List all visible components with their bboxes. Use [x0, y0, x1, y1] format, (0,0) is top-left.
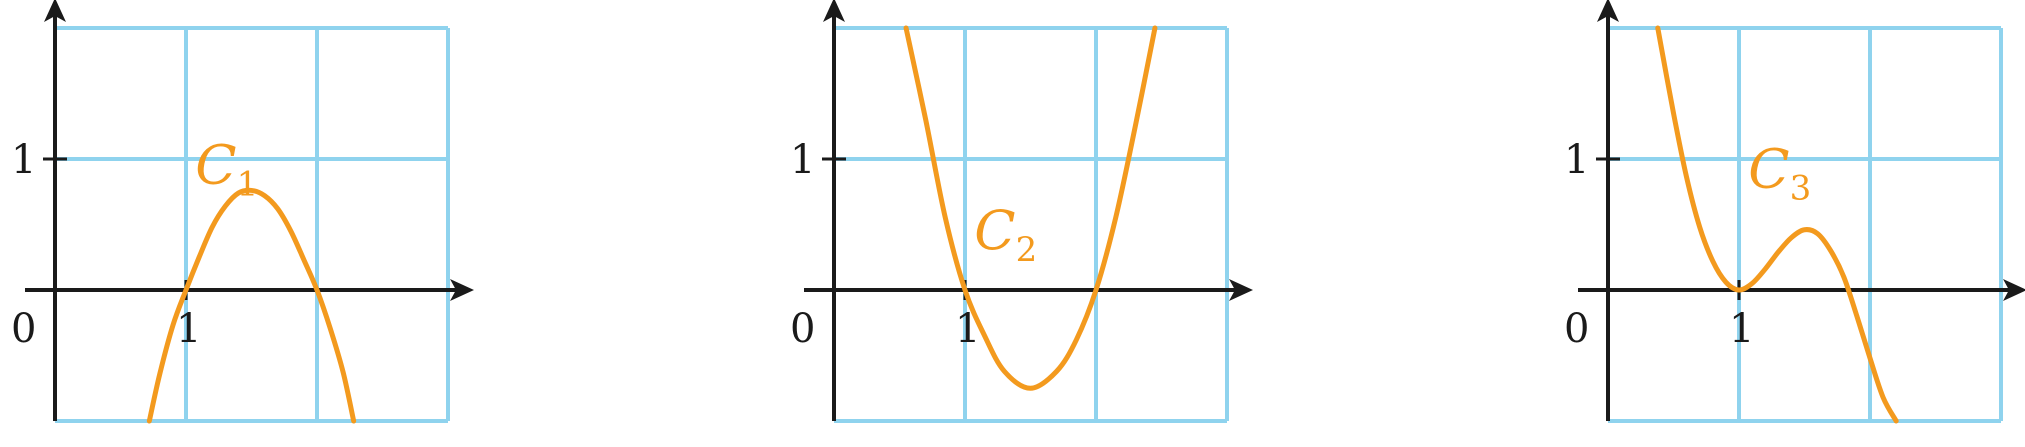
- axes: [1578, 0, 2025, 421]
- x-tick-label: 1: [176, 306, 201, 352]
- chart-panel-1: 0 1 1 C1: [11, 0, 474, 424]
- curve-label-subscript: 1: [237, 165, 259, 205]
- x-axis-arrow-icon: [450, 279, 474, 301]
- axes: [804, 0, 1253, 421]
- curve-label-name: C: [974, 199, 1015, 262]
- curve-label-name: C: [1748, 137, 1789, 200]
- curve-label-subscript: 2: [1016, 230, 1038, 270]
- x-axis-arrow-icon: [2003, 279, 2025, 301]
- curve-layer: [1655, 25, 1899, 424]
- y-tick-label: 1: [1564, 137, 1589, 183]
- curve-label: C2: [974, 199, 1037, 270]
- chart-panel-2: 0 1 1 C2: [790, 0, 1253, 423]
- x-tick-label: 1: [955, 306, 980, 352]
- y-axis-arrow-icon: [44, 0, 66, 22]
- x-axis-arrow-icon: [1229, 279, 1253, 301]
- curve-label: C3: [1748, 137, 1811, 208]
- curve-series: [903, 25, 1158, 391]
- curve-series: [1655, 25, 1899, 424]
- curve-layer: [146, 187, 357, 424]
- axes: [25, 0, 474, 421]
- curve-label-name: C: [195, 134, 236, 197]
- origin-label: 0: [790, 306, 815, 352]
- y-tick-label: 1: [790, 137, 815, 183]
- curve-layer: [903, 25, 1158, 391]
- y-axis-arrow-icon: [823, 0, 845, 22]
- chart-panel-3: 0 1 1 C3: [1564, 0, 2025, 424]
- y-axis-arrow-icon: [1597, 0, 1619, 22]
- grid: [832, 26, 1229, 423]
- curve-series: [146, 187, 357, 424]
- grid: [53, 26, 450, 423]
- curve-label-subscript: 3: [1790, 168, 1812, 208]
- y-tick-label: 1: [11, 137, 36, 183]
- origin-label: 0: [1564, 306, 1589, 352]
- origin-label: 0: [11, 306, 36, 352]
- curve-label: C1: [195, 134, 258, 205]
- x-tick-label: 1: [1729, 306, 1754, 352]
